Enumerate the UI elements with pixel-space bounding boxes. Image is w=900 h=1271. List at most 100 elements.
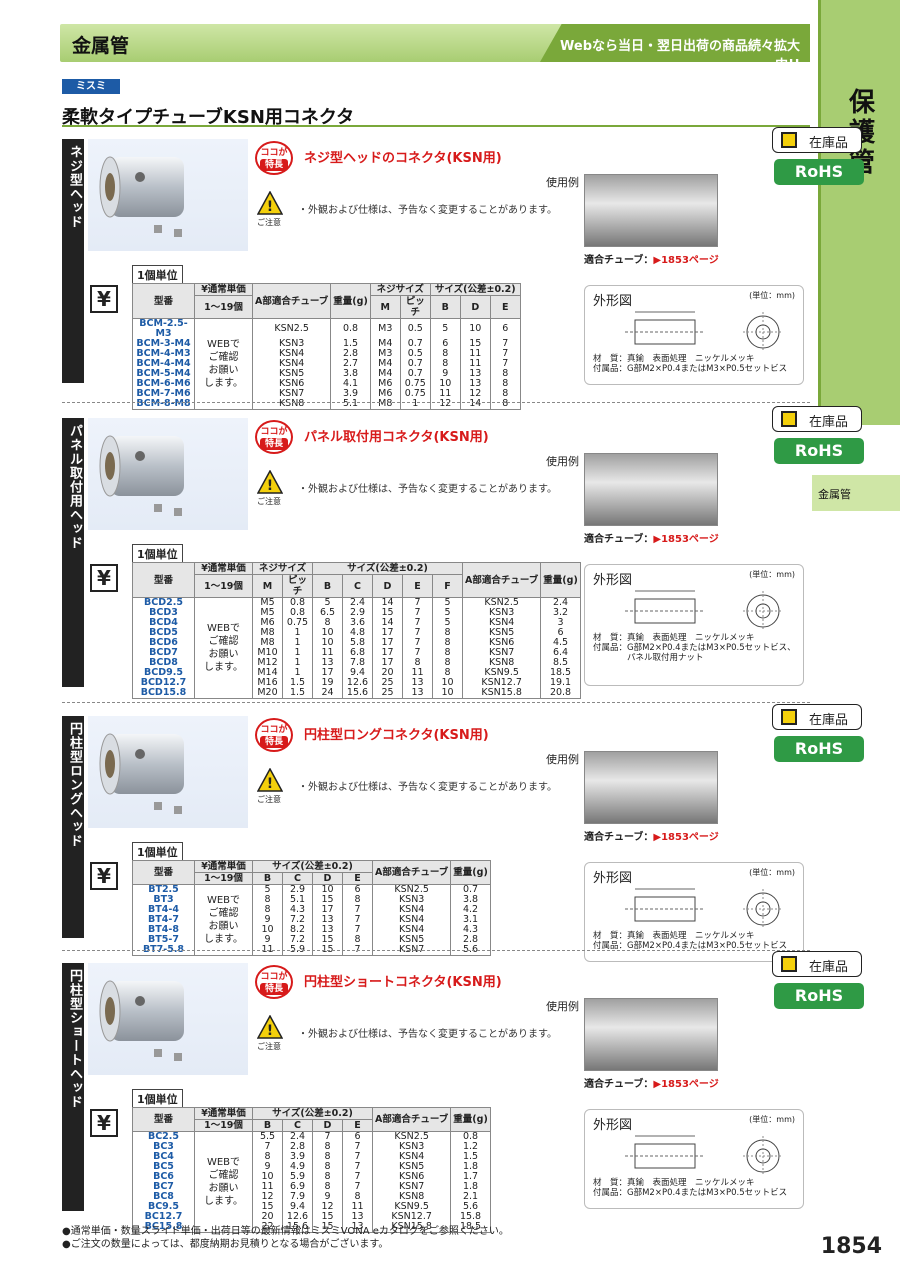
col-subheader: ピッチ <box>282 574 313 598</box>
tube-page-link[interactable]: ▶1853ページ <box>653 832 719 843</box>
feature-badge: ココが特長 <box>255 965 293 999</box>
part-number[interactable]: BC6 <box>132 1172 195 1182</box>
material-note: 材 質：真鍮 表面処理 ニッケルメッキ <box>593 354 755 364</box>
part-number[interactable]: BT5-7 <box>132 935 195 945</box>
material-note: 材 質：真鍮 表面処理 ニッケルメッキ <box>593 633 755 643</box>
price-note: します。 <box>204 1196 243 1207</box>
part-number[interactable]: BC5 <box>132 1162 195 1172</box>
price-note: お願い <box>208 649 239 660</box>
part-number[interactable]: BC4 <box>132 1152 195 1162</box>
table-cell: 3.8 <box>450 895 491 905</box>
table-cell: 3 <box>540 618 581 628</box>
col-subheader: B <box>252 872 283 885</box>
part-number[interactable]: BT4-4 <box>132 905 195 915</box>
part-number[interactable]: BC7 <box>132 1182 195 1192</box>
part-number[interactable]: BCD6 <box>132 638 195 648</box>
table-cell: 4.5 <box>540 638 581 648</box>
sidebar-item-metal[interactable]: 金属管 <box>812 475 900 511</box>
col-header: ネジサイズ <box>369 283 431 296</box>
table-cell: 7 <box>489 339 521 349</box>
part-number[interactable]: BT3 <box>132 895 195 905</box>
part-number[interactable]: BCM-8-M8 <box>132 399 195 410</box>
compatible-tube[interactable]: 適合チューブ：▶1853ページ <box>584 530 719 545</box>
tube-page-link[interactable]: ▶1853ページ <box>653 255 719 266</box>
part-number[interactable]: BC9.5 <box>132 1202 195 1212</box>
compatible-tube[interactable]: 適合チューブ：▶1853ページ <box>584 828 719 843</box>
footer-notes: ●通常単価・数量スライド単価・出荷日等の最新情報はミスミVONA eカタログをご… <box>62 1225 509 1251</box>
col-subheader: M <box>369 295 401 319</box>
compatible-tube[interactable]: 適合チューブ：▶1853ページ <box>584 1075 719 1090</box>
part-number[interactable]: BCD8 <box>132 658 195 668</box>
tube-page-link[interactable]: ▶1853ページ <box>653 534 719 545</box>
col-price-qty: 1～19個 <box>194 295 253 319</box>
part-number[interactable]: BCM-4-M4 <box>132 359 195 369</box>
price-note: お願い <box>208 921 239 932</box>
part-number[interactable]: BC8 <box>132 1192 195 1202</box>
header-promo[interactable]: Webなら当日・翌日出荷の商品続々拡大中!! <box>540 24 810 62</box>
part-number[interactable]: BC3 <box>132 1142 195 1152</box>
part-number[interactable]: BCD15.8 <box>132 688 195 699</box>
col-price-qty: 1～19個 <box>194 872 253 885</box>
price-note: します。 <box>204 378 243 389</box>
tube-page-link[interactable]: ▶1853ページ <box>653 1079 719 1090</box>
table-cell: 20.8 <box>540 688 581 699</box>
part-number[interactable]: BCD3 <box>132 608 195 618</box>
part-number[interactable]: BCD5 <box>132 628 195 638</box>
part-number[interactable]: BCD9.5 <box>132 668 195 678</box>
rohs-badge: RoHS <box>774 438 864 464</box>
box-icon <box>781 132 797 148</box>
table-cell: KSN8 <box>251 399 332 410</box>
table-cell: 3.8 <box>330 369 371 379</box>
feature-badge-top: ココが <box>260 148 288 158</box>
part-number[interactable]: BT4-7 <box>132 915 195 925</box>
sidebar-tab[interactable]: 保護管 <box>818 0 900 425</box>
part-number[interactable]: BCD4 <box>132 618 195 628</box>
dimension-diagram <box>625 311 783 352</box>
col-part: 型番 <box>132 860 195 885</box>
part-number[interactable]: BT4-8 <box>132 925 195 935</box>
caution-icon: ! <box>256 469 284 494</box>
part-number[interactable]: BCM-2.5-M3 <box>132 318 195 339</box>
stock-badge: 在庫品 <box>772 127 862 153</box>
table-cell: 2.4 <box>540 597 581 608</box>
part-number[interactable]: BCD12.7 <box>132 678 195 688</box>
col-subheader: D <box>372 574 403 598</box>
part-number[interactable]: BCD7 <box>132 648 195 658</box>
part-number[interactable]: BC12.7 <box>132 1212 195 1222</box>
col-price: ¥通常単価 <box>194 860 253 873</box>
part-number[interactable]: BC15.8 <box>132 1222 195 1233</box>
part-number[interactable]: BCM-7-M6 <box>132 389 195 399</box>
caution-icon: ! <box>256 1014 284 1039</box>
col-header: サイズ(公差±0.2) <box>429 283 521 296</box>
part-number[interactable]: BCM-3-M4 <box>132 339 195 349</box>
part-number[interactable]: BCM-4-M3 <box>132 349 195 359</box>
use-example-label: 使用例 <box>546 753 579 766</box>
part-number[interactable]: BCM-6-M6 <box>132 379 195 389</box>
stock-label: 在庫品 <box>809 136 849 151</box>
col-subheader: C <box>342 574 373 598</box>
table-cell: 12 <box>429 399 461 410</box>
yen-icon: ¥ <box>90 862 118 890</box>
footer-note: ●ご注文の数量によっては、都度納期お見積りとなる場合がございます。 <box>62 1239 389 1250</box>
compatible-tube[interactable]: 適合チューブ：▶1853ページ <box>584 251 719 266</box>
table-cell: M20 <box>252 688 283 699</box>
use-example-photo <box>584 998 718 1071</box>
part-number[interactable]: BCM-5-M4 <box>132 369 195 379</box>
dimension-diagram <box>625 888 783 929</box>
box-icon <box>781 411 797 427</box>
table-cell: 2.8 <box>450 935 491 945</box>
table-cell: 4.1 <box>330 379 371 389</box>
price-note: ご確認 <box>208 636 239 647</box>
material-note: パネル取付用ナット <box>593 653 704 663</box>
